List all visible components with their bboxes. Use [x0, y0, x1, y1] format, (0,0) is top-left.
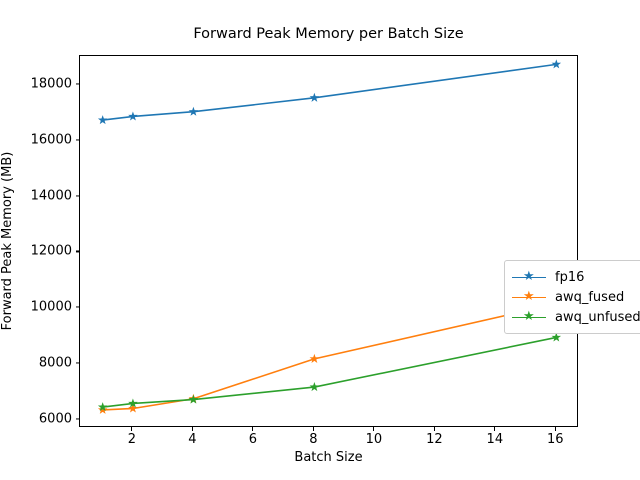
- legend: ★ fp16 ★ awq_fused ★ awq_unfused: [504, 260, 640, 334]
- data-point-marker: [551, 332, 562, 342]
- data-point-marker: [188, 106, 199, 116]
- y-tick-label: 8000: [38, 355, 72, 371]
- series-fp16: [97, 59, 562, 125]
- data-point-marker: [551, 59, 562, 69]
- legend-label: fp16: [555, 269, 585, 285]
- data-point-marker: [128, 403, 138, 413]
- y-tick-mark: [75, 418, 79, 420]
- x-tick-mark: [131, 427, 133, 431]
- x-tick-label: 2: [127, 432, 137, 447]
- x-tick-mark: [312, 427, 314, 431]
- x-tick-mark: [373, 427, 375, 431]
- data-point-marker: [128, 111, 138, 121]
- legend-swatch: ★: [512, 269, 546, 285]
- y-tick-mark: [75, 83, 79, 85]
- y-tick-label: 18000: [30, 76, 72, 92]
- x-tick-mark: [252, 427, 254, 431]
- y-axis-tick-marks: [75, 55, 80, 427]
- x-tick-mark: [494, 427, 496, 431]
- y-tick-mark: [75, 195, 79, 197]
- series-awq_fused: [97, 299, 562, 414]
- data-point-marker: [97, 402, 108, 412]
- x-axis-tick-labels: 2 4 6 8 10 12 14 16: [79, 427, 578, 451]
- y-tick-mark: [75, 139, 79, 141]
- x-tick-label: 16: [547, 432, 564, 447]
- data-point-marker: [128, 398, 138, 408]
- legend-label: awq_unfused: [555, 309, 640, 325]
- data-point-marker: [309, 92, 320, 102]
- star-marker-icon: ★: [523, 289, 535, 304]
- series-awq_unfused: [97, 332, 562, 412]
- x-tick-mark: [191, 427, 193, 431]
- series-line: [101, 336, 558, 408]
- series-line: [101, 303, 558, 411]
- data-point-marker: [309, 353, 320, 363]
- x-tick-label: 6: [248, 432, 258, 447]
- x-tick-label: 14: [486, 432, 504, 447]
- data-point-marker: [97, 404, 108, 414]
- legend-item-awq_fused: ★ awq_fused: [512, 287, 640, 307]
- y-tick-label: 16000: [30, 132, 72, 148]
- x-tick-mark: [433, 427, 435, 431]
- star-marker-icon: ★: [523, 309, 535, 324]
- y-tick-label: 12000: [30, 243, 72, 259]
- x-tick-mark: [554, 427, 556, 431]
- legend-swatch: ★: [512, 309, 546, 325]
- chart-title: Forward Peak Memory per Batch Size: [193, 26, 464, 42]
- x-axis-label: Batch Size: [294, 450, 363, 465]
- data-point-marker: [309, 382, 320, 392]
- x-tick-label: 10: [365, 432, 383, 447]
- y-tick-mark: [75, 306, 79, 308]
- y-tick-label: 10000: [30, 299, 72, 315]
- y-tick-label: 14000: [30, 188, 72, 204]
- legend-line: [512, 316, 546, 319]
- y-tick-label: 6000: [38, 411, 72, 427]
- legend-item-awq_unfused: ★ awq_unfused: [512, 307, 640, 327]
- y-tick-mark: [75, 362, 79, 364]
- x-tick-label: 8: [309, 432, 318, 447]
- star-marker-icon: ★: [523, 269, 535, 284]
- plot-area: ★ fp16 ★ awq_fused ★ awq_unfused: [79, 55, 640, 427]
- legend-swatch: ★: [512, 289, 546, 305]
- y-tick-mark: [75, 250, 79, 252]
- legend-item-fp16: ★ fp16: [512, 267, 640, 287]
- y-axis-tick-labels: 6000 8000 10000 12000 14000 16000 18000: [8, 55, 72, 427]
- series-line: [101, 63, 558, 121]
- legend-line: [512, 296, 546, 299]
- legend-label: awq_fused: [555, 289, 625, 305]
- plot-series-svg: [97, 59, 562, 414]
- x-tick-label: 12: [426, 432, 443, 447]
- legend-line: [512, 276, 546, 279]
- x-tick-label: 4: [188, 432, 197, 447]
- data-point-marker: [188, 394, 199, 404]
- data-point-marker: [97, 115, 108, 125]
